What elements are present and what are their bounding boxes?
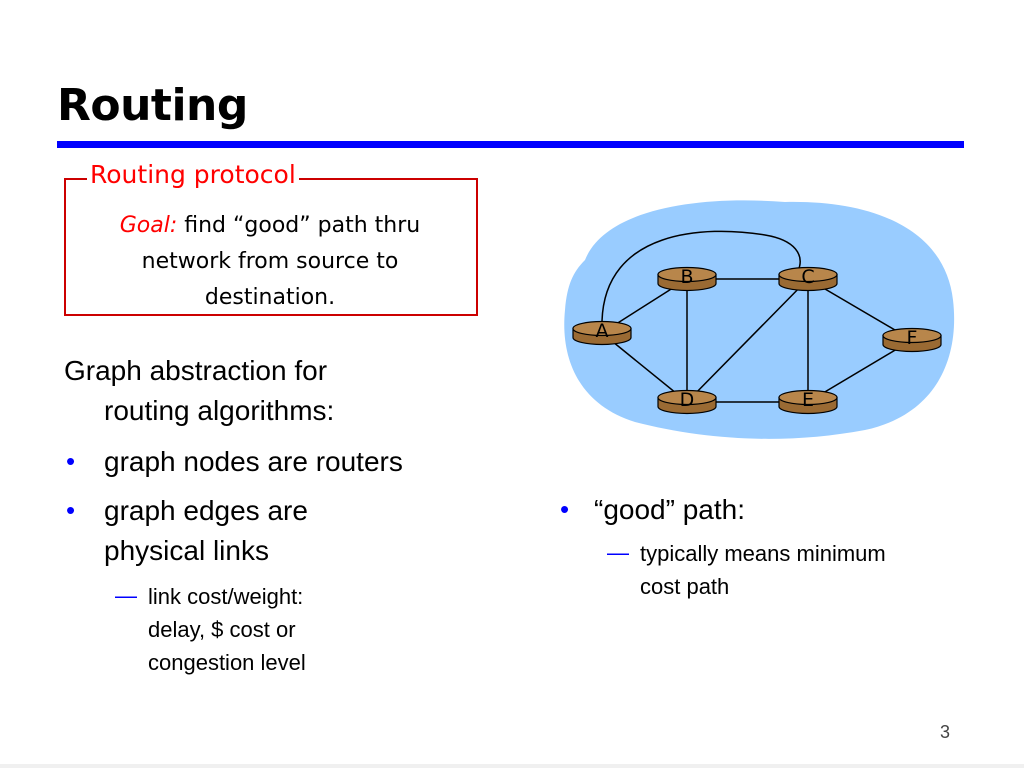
sub-bullet-line-3: congestion level: [148, 650, 306, 675]
goal-label: Goal:: [119, 213, 178, 238]
router-node-e: E: [778, 389, 838, 415]
goal-description: Goal: find “good” path thru network from…: [82, 208, 458, 316]
router-node-f: F: [882, 327, 942, 353]
bullet-nodes-routers: graph nodes are routers: [104, 446, 403, 477]
intro-line-1: Graph abstraction for: [64, 355, 328, 386]
bullet-dot: •: [66, 446, 76, 476]
router-node-c: C: [778, 266, 838, 292]
router-label-e: E: [802, 389, 814, 411]
footer-rule: [0, 764, 1024, 768]
sub-bullet-line-1: link cost/weight:: [148, 584, 304, 609]
goal-line-2: network from source to: [141, 249, 399, 274]
router-node-a: A: [572, 320, 632, 346]
edge-a-d: [601, 332, 688, 403]
bullet-edges-line-2: physical links: [104, 535, 269, 566]
router-label-f: F: [907, 327, 918, 349]
network-cloud: [564, 200, 955, 439]
router-label-a: A: [596, 320, 609, 342]
intro-line-2: routing algorithms:: [104, 395, 335, 426]
good-path-sub-line-1: typically means minimum: [640, 541, 886, 566]
router-node-b: B: [657, 266, 717, 292]
routing-protocol-heading: Routing protocol: [87, 160, 299, 189]
bullet-dot: •: [560, 494, 570, 524]
good-path-sub-line-2: cost path: [640, 574, 730, 599]
router-label-c: C: [801, 266, 814, 288]
bullet-dot: •: [66, 495, 76, 525]
router-label-b: B: [680, 266, 693, 288]
edge-a-c: [601, 230, 801, 322]
title-underline: [57, 141, 964, 148]
router-label-d: D: [680, 389, 695, 411]
network-graph: A B C D E F: [564, 200, 955, 439]
goal-line-3: destination.: [204, 285, 336, 310]
page-number: 3: [940, 722, 951, 742]
goal-text-1: find “good” path thru: [177, 213, 421, 238]
graph-nodes: A B C D E F: [572, 266, 942, 415]
dash-marker: —: [607, 540, 629, 565]
goal-line-1: Goal: find “good” path thru: [82, 208, 458, 244]
sub-bullet-line-2: delay, $ cost or: [148, 617, 296, 642]
bullet-good-path: “good” path:: [594, 494, 745, 525]
router-node-d: D: [657, 389, 717, 415]
dash-marker: —: [115, 583, 137, 608]
bullet-edges-line-1: graph edges are: [104, 495, 308, 526]
edge-c-d: [686, 278, 809, 403]
slide-title: Routing: [57, 80, 248, 131]
